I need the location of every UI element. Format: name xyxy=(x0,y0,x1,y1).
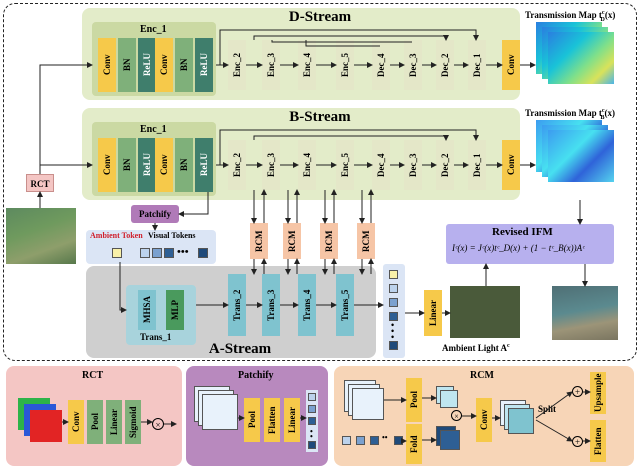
rcm-legend-title: RCM xyxy=(470,370,494,381)
rcm-split-label: Split xyxy=(538,404,557,414)
revised-ifm-box xyxy=(446,224,614,264)
d-enc1-label: Enc_1 xyxy=(140,24,167,35)
rcm-multiply-icon: × xyxy=(451,410,462,421)
visual-token-cell-2 xyxy=(152,248,162,258)
rcm-small-stack-2 xyxy=(440,390,458,408)
output-token-3 xyxy=(389,312,398,321)
input-underwater-image xyxy=(6,208,76,264)
output-token-2 xyxy=(389,298,398,307)
rct-legend-title: RCT xyxy=(82,370,104,381)
b-enc1-label: Enc_1 xyxy=(140,124,167,135)
rct-node: RCT xyxy=(26,174,54,192)
ambient-token-cell xyxy=(112,248,122,258)
rcm-out-stack-3 xyxy=(508,408,534,434)
ambient-token-label: Ambient Token xyxy=(90,231,143,240)
patchify-ellipsis-icon: •• xyxy=(310,427,313,441)
trans1-label: Trans_1 xyxy=(140,332,172,342)
visual-tokens-label: Visual Tokens xyxy=(148,231,196,240)
output-underwater-image xyxy=(552,286,618,340)
revised-ifm-formula: Iᶜ(x) = Jᶜ(x)tᶜ_D(x) + (1 − tᶜ_B(x))Aᶜ xyxy=(452,243,585,253)
output-token-1 xyxy=(389,284,398,293)
d-stream-title: D-Stream xyxy=(288,9,352,25)
patchify-legend-title: Patchify xyxy=(238,370,274,381)
rcm-ellipsis-icon: •• xyxy=(382,433,388,442)
tokens-panel xyxy=(86,230,216,264)
rcm-stack-3 xyxy=(352,388,384,420)
patchify-token-2 xyxy=(308,405,316,413)
patchify-token-3 xyxy=(308,417,316,425)
output-token-ambient xyxy=(389,270,398,279)
revised-ifm-title: Revised IFM xyxy=(492,226,553,238)
visual-token-cell-1 xyxy=(140,248,150,258)
patchify-node: Patchify xyxy=(131,205,179,223)
ambient-light-image xyxy=(450,286,520,338)
patchify-stack-3 xyxy=(202,394,238,430)
a-stream-title: A-Stream xyxy=(208,341,272,357)
output-token-4 xyxy=(389,341,398,350)
patchify-token-1 xyxy=(308,393,316,401)
output-tokens-panel xyxy=(383,264,405,358)
b-transmission-map-label: Transmission Map tcB(x) xyxy=(525,108,616,121)
b-stream-title: B-Stream xyxy=(289,109,351,125)
rcm-token-2 xyxy=(356,436,365,445)
d-transmission-map-label: Transmission Map tcD(x) xyxy=(525,10,616,23)
rcm-fold-stack-2 xyxy=(440,430,460,450)
visual-token-cell-4 xyxy=(198,248,208,258)
main-frame xyxy=(3,3,637,361)
rct-input-red xyxy=(30,410,62,442)
ellipsis-icon: ••• xyxy=(177,246,189,258)
visual-token-cell-3 xyxy=(164,248,174,258)
trans1-block xyxy=(126,285,196,345)
ambient-light-label: Ambient Light Ac xyxy=(442,343,510,353)
rcm-token-1 xyxy=(342,436,351,445)
b-transmission-map-image-3 xyxy=(548,130,614,182)
rcm-token-3 xyxy=(370,436,379,445)
output-ellipsis-icon: ••• xyxy=(391,320,395,342)
patchify-token-4 xyxy=(308,441,316,449)
d-transmission-map-image-3 xyxy=(548,32,614,84)
